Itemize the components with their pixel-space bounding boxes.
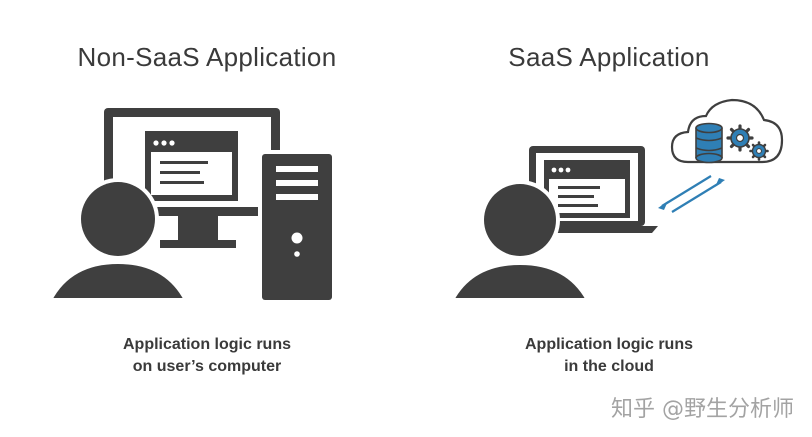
saas-caption: Application logic runs in the cloud	[406, 334, 812, 378]
non-saas-caption-line2: on user’s computer	[132, 358, 282, 375]
user-icon	[448, 180, 592, 302]
non-saas-caption: Application logic runs on user’s compute…	[4, 334, 410, 378]
saas-caption-line1: Application logic runs	[524, 336, 693, 353]
watermark: 知乎 @野生分析师	[611, 397, 794, 422]
app-window-icon	[544, 160, 630, 218]
saas-panel: SaaS Application	[406, 0, 812, 437]
non-saas-caption-line1: Application logic runs	[122, 336, 291, 353]
desktop-tower-icon	[258, 150, 336, 300]
user-icon	[46, 178, 190, 302]
non-saas-illustration	[46, 108, 336, 302]
app-window-icon	[145, 131, 238, 201]
saas-title: SaaS Application	[508, 42, 710, 72]
database-icon	[695, 122, 723, 164]
gear-icon	[726, 124, 754, 152]
gear-small-icon	[749, 141, 769, 161]
non-saas-panel: Non-SaaS Application	[46, 42, 337, 375]
saas-illustration	[448, 98, 784, 302]
non-saas-title: Non-SaaS Application	[77, 42, 337, 72]
saas-caption-line2: in the cloud	[564, 358, 654, 375]
sync-arrows-icon	[658, 175, 725, 213]
